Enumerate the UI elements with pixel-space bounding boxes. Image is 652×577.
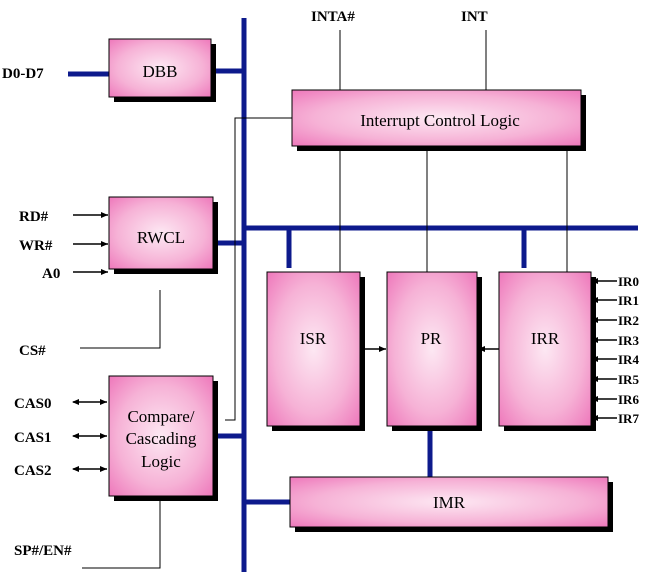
internal-data-bus bbox=[68, 18, 638, 572]
pin-ir0: IR0 bbox=[618, 274, 639, 289]
control-lines bbox=[80, 30, 568, 569]
irr-block: IRR bbox=[498, 271, 596, 431]
cascade-block: Compare/ Cascading Logic bbox=[108, 375, 218, 501]
pr-label: PR bbox=[421, 329, 442, 348]
pin-cs: CS# bbox=[19, 343, 46, 359]
imr-block: IMR bbox=[289, 476, 613, 532]
pin-ir2: IR2 bbox=[618, 313, 639, 328]
pin-a0: A0 bbox=[42, 266, 60, 282]
imr-label: IMR bbox=[433, 493, 466, 512]
dbb-label: DBB bbox=[143, 62, 178, 81]
isr-label: ISR bbox=[300, 329, 327, 348]
pin-cas1: CAS1 bbox=[14, 430, 52, 446]
cascade-label-line1: Compare/ bbox=[127, 407, 194, 426]
isr-block: ISR bbox=[266, 271, 365, 431]
pin-ir7: IR7 bbox=[618, 411, 639, 426]
pin-ir3: IR3 bbox=[618, 333, 639, 348]
pin-ir4: IR4 bbox=[618, 352, 639, 367]
pin-sp-en: SP#/EN# bbox=[14, 543, 72, 559]
pin-rd: RD# bbox=[19, 209, 49, 225]
icl-label: Interrupt Control Logic bbox=[360, 111, 520, 130]
pin-ir1: IR1 bbox=[618, 293, 639, 308]
interrupt-control-logic-block: Interrupt Control Logic bbox=[291, 89, 586, 151]
pin-cas0: CAS0 bbox=[14, 396, 52, 412]
dbb-block: DBB bbox=[108, 38, 216, 102]
ir-pin-labels: IR0 IR1 IR2 IR3 IR4 IR5 IR6 IR7 bbox=[618, 274, 639, 426]
pin-inta: INTA# bbox=[311, 9, 355, 25]
cascade-label-line2: Cascading bbox=[126, 429, 197, 448]
pr-block: PR bbox=[386, 271, 482, 431]
pin-int: INT bbox=[461, 9, 488, 25]
rwcl-label: RWCL bbox=[137, 228, 185, 247]
cascade-label-line3: Logic bbox=[141, 452, 181, 471]
irr-label: IRR bbox=[531, 329, 560, 348]
pin-ir6: IR6 bbox=[618, 392, 639, 407]
pin-ir5: IR5 bbox=[618, 372, 639, 387]
rwcl-block: RWCL bbox=[108, 196, 218, 274]
pin-wr: WR# bbox=[19, 238, 53, 254]
pin-cas2: CAS2 bbox=[14, 463, 52, 479]
pin-d0-d7: D0-D7 bbox=[2, 66, 44, 82]
